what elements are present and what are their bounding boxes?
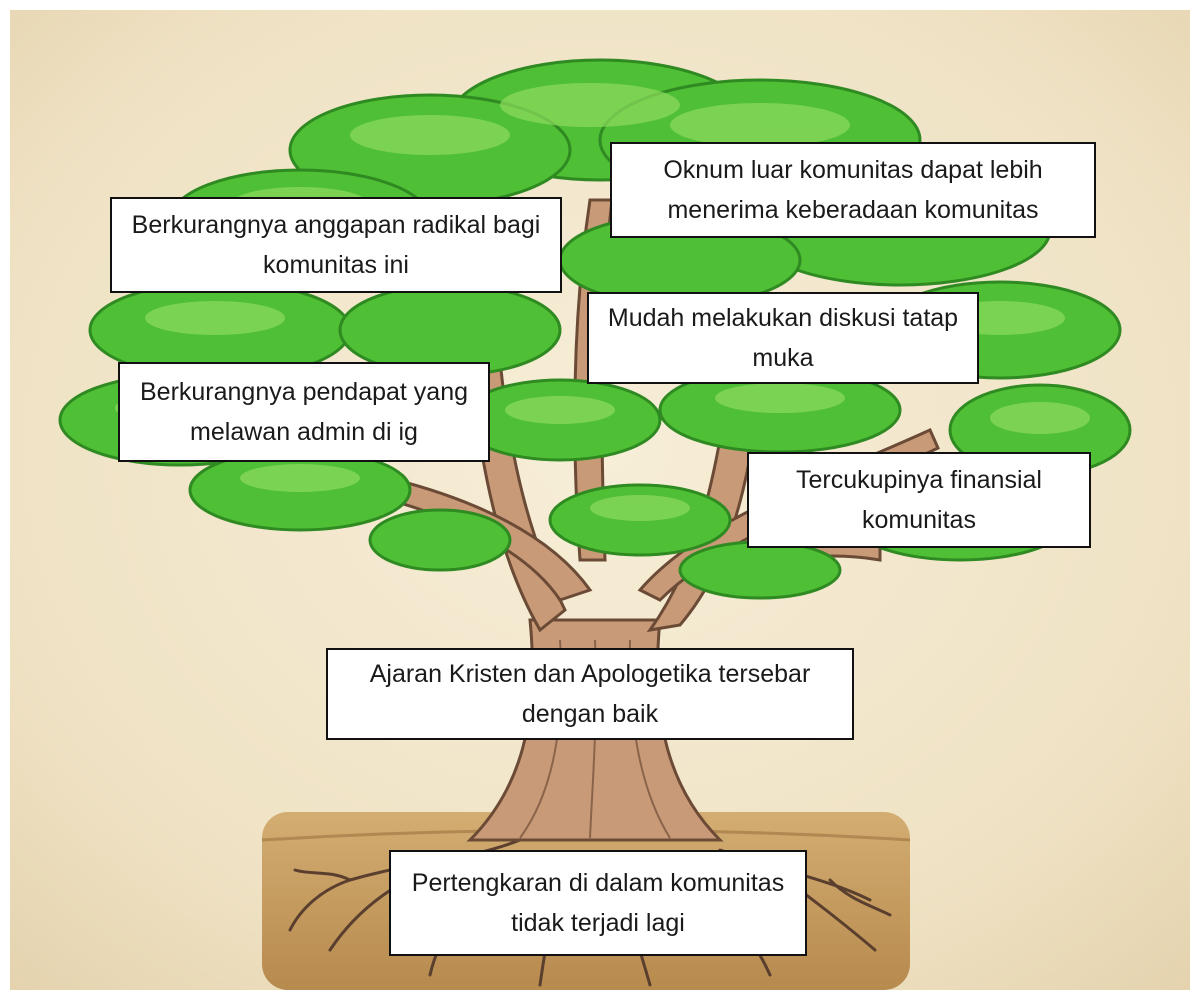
label-fruit-4: Berkurangnya pendapat yang melawan admin… (118, 362, 490, 462)
label-fruit-5: Tercukupinya finansial komunitas (747, 452, 1091, 548)
label-fruit-2: Berkurangnya anggapan radikal bagi komun… (110, 197, 562, 293)
label-roots-text: Pertengkaran di dalam komunitas tidak te… (405, 863, 791, 943)
label-fruit-3: Mudah melakukan diskusi tatap muka (587, 292, 979, 384)
label-fruit-3-text: Mudah melakukan diskusi tatap muka (603, 298, 963, 378)
label-fruit-1-text: Oknum luar komunitas dapat lebih menerim… (626, 150, 1080, 230)
label-fruit-1: Oknum luar komunitas dapat lebih menerim… (610, 142, 1096, 238)
label-trunk-text: Ajaran Kristen dan Apologetika tersebar … (342, 654, 838, 734)
label-fruit-2-text: Berkurangnya anggapan radikal bagi komun… (126, 205, 546, 285)
label-fruit-5-text: Tercukupinya finansial komunitas (763, 460, 1075, 540)
label-fruit-4-text: Berkurangnya pendapat yang melawan admin… (134, 372, 474, 452)
label-trunk: Ajaran Kristen dan Apologetika tersebar … (326, 648, 854, 740)
label-roots: Pertengkaran di dalam komunitas tidak te… (389, 850, 807, 956)
